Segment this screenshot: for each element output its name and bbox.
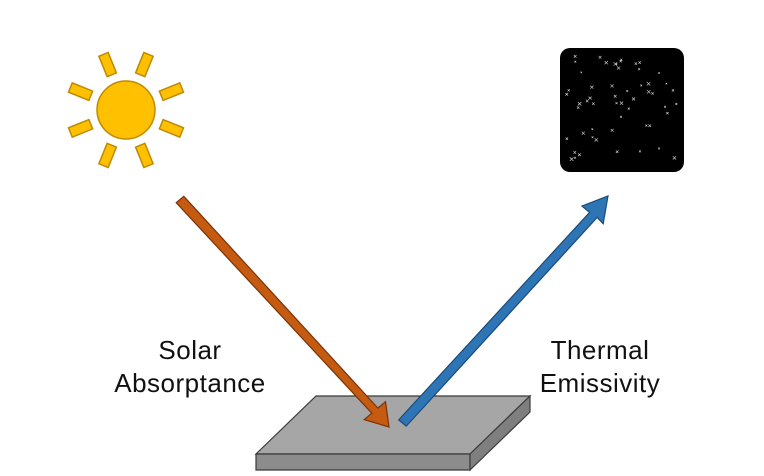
star [573,54,577,58]
sun-disc [96,80,156,140]
star [569,157,574,162]
star [672,155,677,160]
star [619,101,624,106]
star [615,101,618,105]
star [658,71,661,74]
star [634,62,638,66]
star [646,81,651,86]
star [616,66,621,70]
star [666,111,669,115]
star [610,128,614,132]
star [589,85,594,89]
star [598,55,602,59]
star [591,128,594,131]
plate-front [255,453,471,471]
solar-label-line-1: Solar [158,335,222,365]
solar-arrow [175,195,390,428]
thermal-label-line-2: Emissivity [539,368,661,398]
solar-label-line-2: Absorptance [114,368,266,398]
star [573,150,577,155]
star [615,150,619,154]
star [637,68,641,71]
thermal-emissivity-label: Thermal Emissivity [500,334,700,400]
star [648,124,652,128]
star [651,92,654,95]
star [640,84,643,87]
star [645,124,648,127]
star [581,131,586,135]
solar-absorptance-label: Solar Absorptance [90,334,290,400]
star [577,101,582,106]
flat-plate [254,394,532,472]
star [638,61,642,65]
star [613,61,618,67]
star [588,96,592,100]
sun-icon [67,51,185,169]
star [585,99,589,103]
sun-rays [67,51,185,169]
star [604,60,609,65]
star [594,137,599,142]
star [591,136,594,139]
star [646,89,651,94]
star [577,153,582,157]
star [626,89,629,93]
starry-sky-icon [560,48,684,172]
star [565,137,569,141]
star [657,147,661,150]
star [675,102,678,106]
star [580,71,583,74]
star [610,84,614,88]
star [663,105,667,108]
star [576,106,580,109]
star [567,88,571,92]
star [631,97,636,101]
plate-side [469,394,531,472]
thermal-arrow [397,195,609,427]
star [591,102,595,106]
star [574,60,577,63]
star [671,88,675,92]
star [565,92,569,96]
star [619,59,623,63]
star [627,107,630,110]
star [619,115,623,118]
thermal-label-line-1: Thermal [550,335,650,365]
star [613,94,617,98]
star [638,150,642,153]
star [665,82,668,85]
stars [565,54,678,162]
star [573,156,577,159]
star [620,58,623,62]
